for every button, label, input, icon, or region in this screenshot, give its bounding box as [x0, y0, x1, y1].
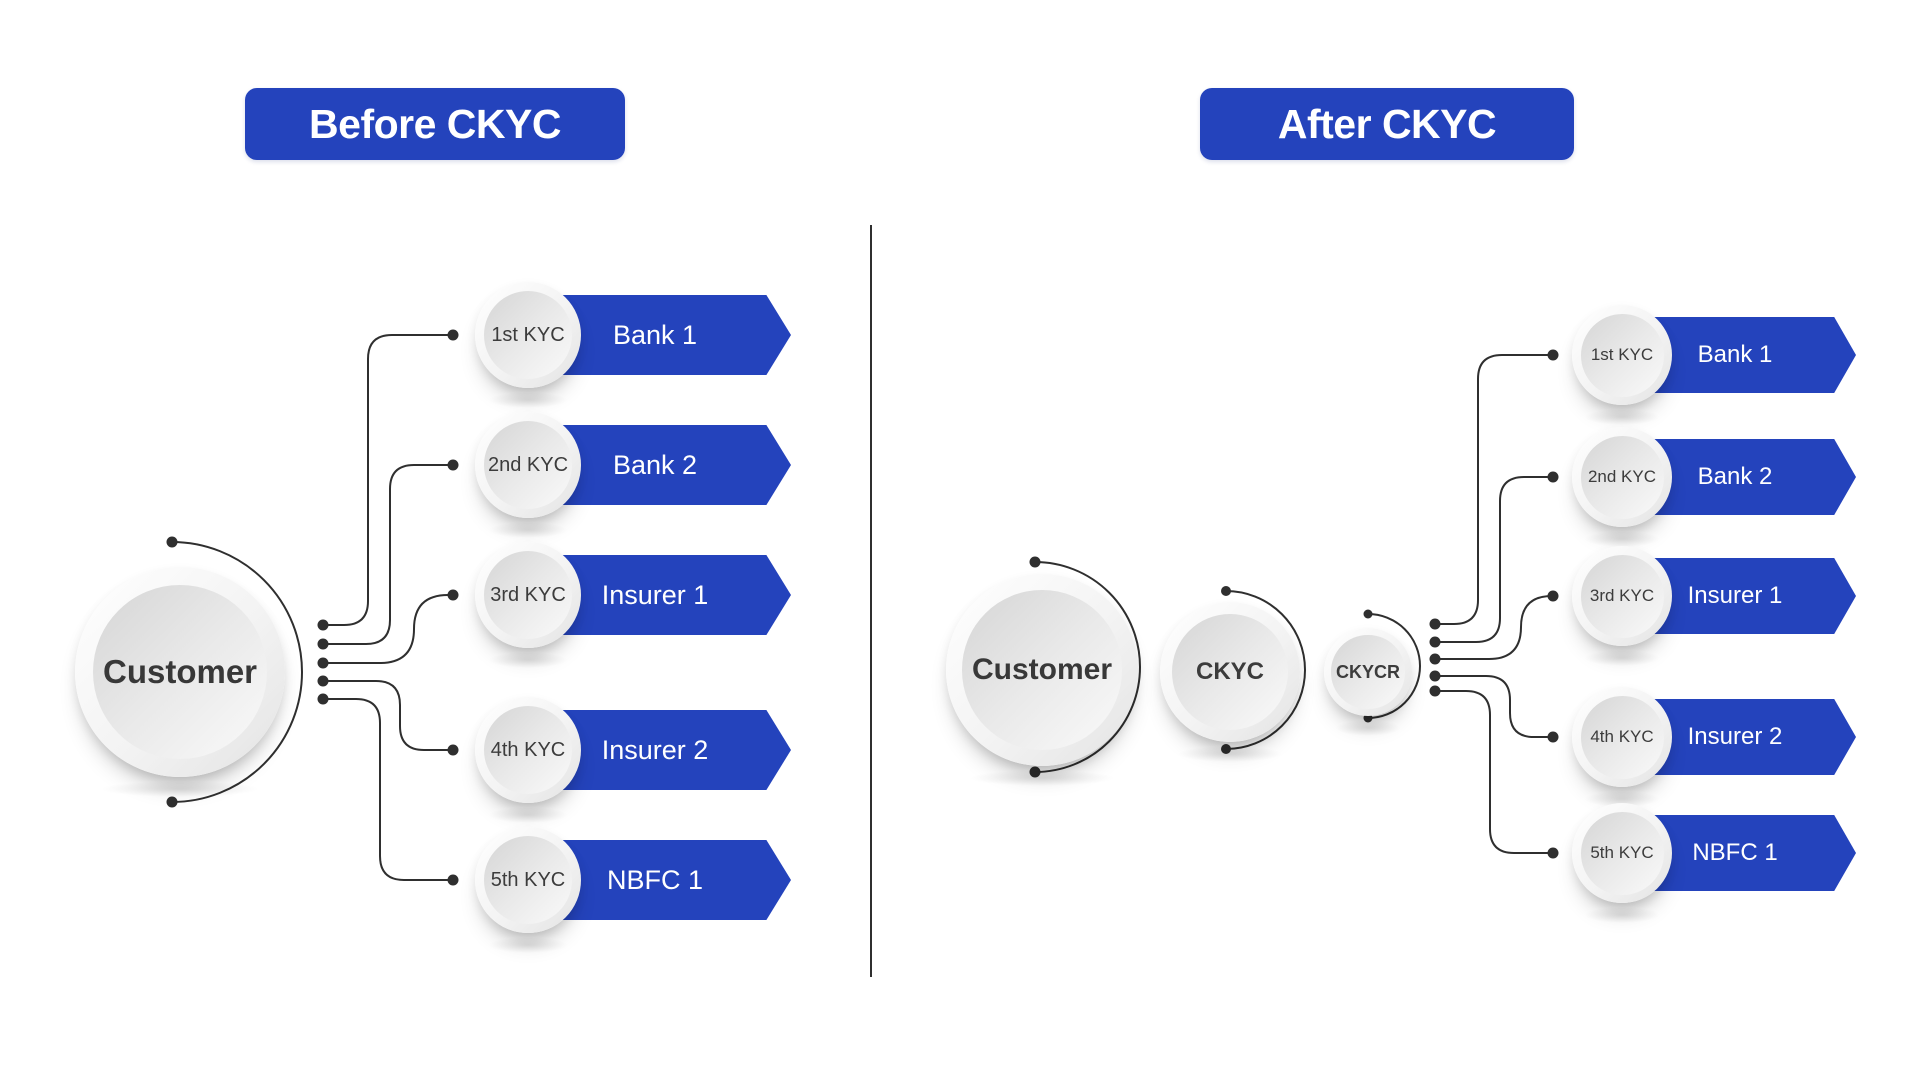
banner-label: Insurer 2 — [1687, 723, 1783, 750]
banner-insurer2-left: Insurer 2 — [545, 710, 791, 790]
right-1st-kyc-circle: 1st KYC — [1572, 305, 1672, 425]
banner-bank1-left: Bank 1 — [545, 295, 791, 375]
after-ckyc-title: After CKYC — [1277, 100, 1497, 147]
right-3rd-kyc-circle: 3rd KYC — [1572, 546, 1672, 666]
banner-label: Bank 1 — [612, 319, 698, 350]
left-customer-arc — [166, 536, 303, 808]
kyc-label: 3rd KYC — [490, 583, 566, 606]
ckyc-label: CKYC — [1195, 658, 1264, 685]
kyc-label: 4th KYC — [490, 738, 566, 761]
banner-label: NBFC 1 — [606, 864, 704, 895]
kyc-label: 3rd KYC — [1589, 586, 1655, 605]
kyc-label: 1st KYC — [1590, 345, 1654, 364]
left-3rd-kyc-circle: 3rd KYC — [475, 542, 581, 668]
right-5th-kyc-circle: 5th KYC — [1572, 803, 1672, 923]
banner-bank2-left: Bank 2 — [545, 425, 791, 505]
left-4th-kyc-circle: 4th KYC — [475, 697, 581, 823]
left-customer-circle: Customer — [75, 567, 285, 797]
before-ckyc-title: Before CKYC — [309, 100, 561, 147]
kyc-label: 2nd KYC — [487, 453, 569, 476]
right-customer-arc — [1029, 556, 1141, 778]
banner-label: Insurer 2 — [601, 734, 709, 765]
right-connectors — [1429, 349, 1559, 859]
banner-bank1-right: Bank 1 — [1638, 317, 1856, 393]
ckycr-circle: CKYCR — [1324, 628, 1412, 736]
banner-label: NBFC 1 — [1692, 839, 1778, 866]
banner-nbfc1-right: NBFC 1 — [1638, 815, 1856, 891]
banner-insurer1-left: Insurer 1 — [545, 555, 791, 635]
banner-label: Bank 2 — [1697, 463, 1773, 490]
banner-label: Insurer 1 — [1687, 582, 1783, 609]
after-ckyc-header: After CKYC — [1200, 88, 1574, 160]
right-4th-kyc-circle: 4th KYC — [1572, 687, 1672, 807]
left-2nd-kyc-circle: 2nd KYC — [475, 412, 581, 538]
left-customer-label: Customer — [102, 653, 258, 690]
ckyc-circle: CKYC — [1160, 602, 1300, 762]
before-ckyc-header: Before CKYC — [245, 88, 625, 160]
ckycr-label: CKYCR — [1335, 661, 1400, 682]
left-1st-kyc-circle: 1st KYC — [475, 282, 581, 408]
right-customer-label: Customer — [971, 653, 1113, 686]
kyc-label: 5th KYC — [490, 868, 566, 891]
banner-label: Insurer 1 — [601, 579, 709, 610]
left-connectors — [317, 329, 459, 886]
banner-insurer1-right: Insurer 1 — [1638, 558, 1856, 634]
banner-label: Bank 1 — [1697, 341, 1773, 368]
right-2nd-kyc-circle: 2nd KYC — [1572, 427, 1672, 547]
banner-bank2-right: Bank 2 — [1638, 439, 1856, 515]
kyc-label: 5th KYC — [1590, 843, 1654, 862]
ckyc-arc — [1221, 586, 1306, 754]
kyc-label: 4th KYC — [1590, 727, 1654, 746]
left-5th-kyc-circle: 5th KYC — [475, 827, 581, 953]
banner-insurer2-right: Insurer 2 — [1638, 699, 1856, 775]
banner-label: Bank 2 — [612, 449, 698, 480]
kyc-label: 2nd KYC — [1587, 467, 1657, 486]
right-customer-circle: Customer — [946, 574, 1138, 786]
kyc-label: 1st KYC — [491, 323, 565, 346]
banner-nbfc1-left: NBFC 1 — [545, 840, 791, 920]
